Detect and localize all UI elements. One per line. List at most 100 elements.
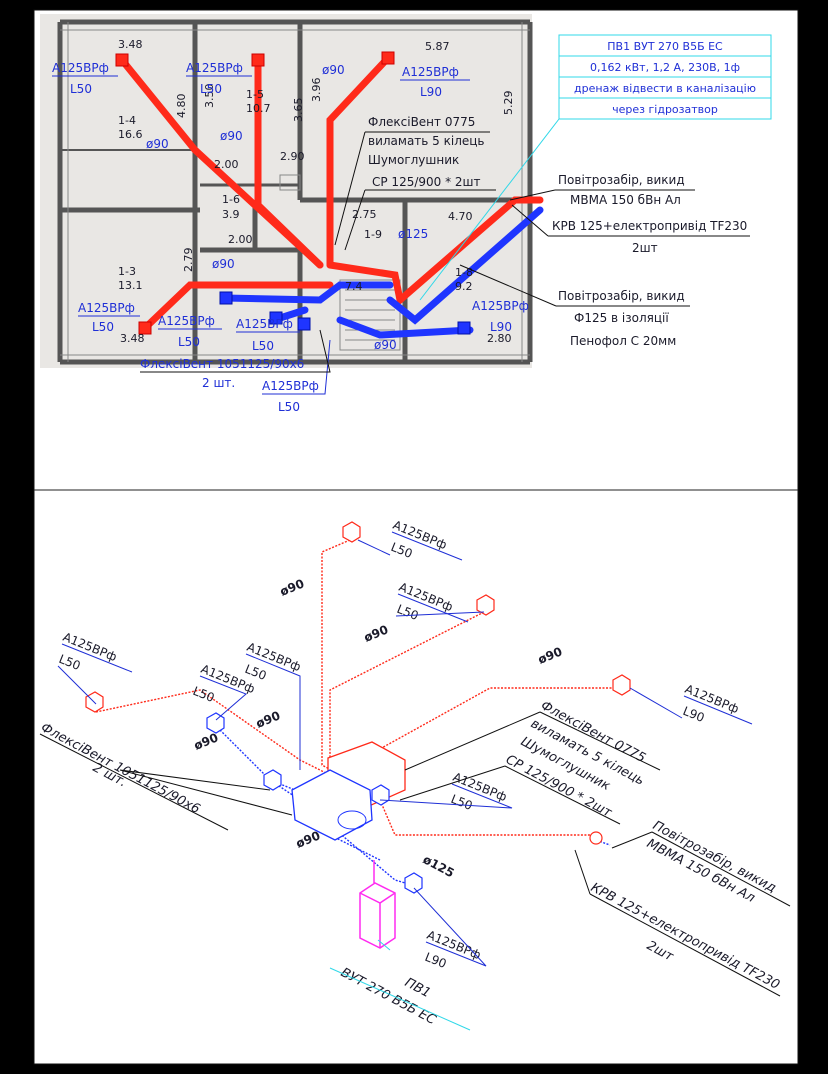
- svg-text:13.1: 13.1: [118, 279, 143, 292]
- svg-text:КРВ 125+електропривід TF230: КРВ 125+електропривід TF230: [552, 219, 747, 233]
- iso-note-leaders: [39, 711, 791, 1031]
- plan-extract-valves: [219, 291, 471, 335]
- svg-text:L50: L50: [178, 335, 200, 349]
- valve-icon: [138, 321, 152, 335]
- svg-text:А125ВРф: А125ВРф: [236, 317, 293, 331]
- plan-hatch: [60, 22, 530, 362]
- svg-text:1-8: 1-8: [455, 266, 473, 279]
- valve-icon: [381, 51, 395, 65]
- floor-plan: 3.48 5.87 1-4 16.6 4.80 3.50 1-5 10.7 3.…: [40, 14, 772, 414]
- valve-icon: [612, 674, 631, 696]
- valve-icon: [404, 872, 423, 894]
- svg-text:0,162 кВт, 1,2 А, 230В, 1ф: 0,162 кВт, 1,2 А, 230В, 1ф: [590, 61, 740, 74]
- svg-text:1-9: 1-9: [364, 228, 382, 241]
- valve-icon: [342, 521, 361, 543]
- svg-text:1-5: 1-5: [246, 88, 264, 101]
- svg-text:1-4: 1-4: [118, 114, 136, 127]
- valve-icon: [251, 53, 265, 67]
- svg-text:Ф125 в ізоляції: Ф125 в ізоляції: [574, 311, 669, 325]
- svg-text:3.9: 3.9: [222, 208, 240, 221]
- svg-text:4.70: 4.70: [448, 210, 473, 223]
- svg-text:ø90: ø90: [220, 129, 243, 143]
- valve-icon: [219, 291, 233, 305]
- svg-text:А125ВРф: А125ВРф: [158, 314, 215, 328]
- svg-text:2.90: 2.90: [280, 150, 305, 163]
- valve-icon: [115, 53, 129, 67]
- svg-text:А125ВРф: А125ВРф: [262, 379, 319, 393]
- svg-text:5.87: 5.87: [425, 40, 450, 53]
- svg-text:2.80: 2.80: [487, 332, 512, 345]
- svg-text:16.6: 16.6: [118, 128, 143, 141]
- svg-text:ПВ1 ВУТ 270 В5Б ЕС: ПВ1 ВУТ 270 В5Б ЕС: [607, 40, 723, 53]
- svg-text:3.96: 3.96: [310, 78, 323, 103]
- svg-text:ø90: ø90: [322, 63, 345, 77]
- svg-text:L90: L90: [490, 320, 512, 334]
- svg-text:А125ВРф: А125ВРф: [186, 61, 243, 75]
- valve-icon: [206, 712, 225, 734]
- svg-text:1-6: 1-6: [222, 193, 240, 206]
- svg-text:5.29: 5.29: [502, 91, 515, 116]
- svg-text:4.80: 4.80: [175, 94, 188, 119]
- svg-text:А125ВРф: А125ВРф: [78, 301, 135, 315]
- svg-text:Повітрозабір, викид: Повітрозабір, викид: [558, 289, 685, 303]
- plan-note-leaders: [140, 131, 750, 373]
- svg-text:ø90: ø90: [212, 257, 235, 271]
- svg-text:L50: L50: [278, 400, 300, 414]
- valve-icon: [263, 769, 282, 791]
- svg-text:А125ВРф: А125ВРф: [472, 299, 529, 313]
- valve-icon: [297, 317, 311, 331]
- svg-text:МВМА 150 бВн Ал: МВМА 150 бВн Ал: [570, 193, 681, 207]
- svg-text:L50: L50: [70, 82, 92, 96]
- iso-extract-valves: [206, 712, 423, 894]
- iso-callout-leaders: [57, 531, 753, 967]
- plan-callout-leaders: [52, 75, 470, 395]
- svg-text:СР 125/900 * 2шт: СР 125/900 * 2шт: [372, 175, 481, 189]
- svg-text:3.65: 3.65: [292, 98, 305, 123]
- svg-text:L50: L50: [92, 320, 114, 334]
- unit-spec-box: ПВ1 ВУТ 270 В5Б ЕС 0,162 кВт, 1,2 А, 230…: [419, 34, 772, 301]
- valve-icon: [476, 594, 495, 616]
- svg-text:ФлексіВент 0775: ФлексіВент 0775: [368, 115, 475, 129]
- valve-icon: [589, 831, 603, 845]
- svg-text:ø125: ø125: [398, 227, 428, 241]
- svg-text:3.50: 3.50: [203, 84, 216, 109]
- svg-text:2 шт.: 2 шт.: [202, 376, 235, 390]
- plan-supply-ducts: [118, 54, 544, 332]
- svg-text:ø90: ø90: [146, 137, 169, 151]
- svg-text:А125ВРф: А125ВРф: [52, 61, 109, 75]
- svg-text:7.4: 7.4: [345, 280, 363, 293]
- svg-text:ø90: ø90: [374, 338, 397, 352]
- svg-text:ФлексіВент 1051125/90х6: ФлексіВент 1051125/90х6: [140, 357, 304, 371]
- svg-text:3.48: 3.48: [120, 332, 145, 345]
- plan-walls: [57, 19, 533, 365]
- svg-text:9.2: 9.2: [455, 280, 473, 293]
- svg-text:Пенофол С 20мм: Пенофол С 20мм: [570, 334, 676, 348]
- svg-text:дренаж відвести в каналізацію: дренаж відвести в каналізацію: [574, 82, 756, 95]
- plan-notes: ФлексіВент 0775 виламать 5 кілець Шумогл…: [368, 115, 747, 348]
- svg-text:Повітрозабір, викид: Повітрозабір, викид: [558, 173, 685, 187]
- svg-text:10.7: 10.7: [246, 102, 271, 115]
- svg-text:3.48: 3.48: [118, 38, 143, 51]
- iso-unit-box: [359, 860, 396, 949]
- svg-text:2.00: 2.00: [214, 158, 239, 171]
- svg-text:L90: L90: [420, 85, 442, 99]
- valve-icon: [371, 784, 390, 806]
- svg-text:2шт: 2шт: [632, 241, 658, 255]
- plan-valve-callouts: А125ВРф L50 А125ВРф L50 А125ВРф L90 А125…: [52, 61, 529, 414]
- svg-text:1-3: 1-3: [118, 265, 136, 278]
- plan-valves: [115, 51, 395, 335]
- valve-icon: [269, 311, 283, 325]
- svg-text:2.79: 2.79: [182, 248, 195, 273]
- plan-paper: [40, 14, 532, 368]
- svg-text:через гідрозатвор: через гідрозатвор: [612, 103, 718, 116]
- plan-extract-ducts: [221, 206, 544, 339]
- valve-icon: [457, 321, 471, 335]
- plan-dimension-labels: 3.48 5.87 1-4 16.6 4.80 3.50 1-5 10.7 3.…: [118, 38, 515, 345]
- svg-text:А125ВРф: А125ВРф: [402, 65, 459, 79]
- svg-text:Шумоглушник: Шумоглушник: [368, 153, 459, 167]
- svg-text:L50: L50: [200, 82, 222, 96]
- svg-text:виламать 5 кілець: виламать 5 кілець: [368, 134, 485, 148]
- plan-flexivent-note: ФлексіВент 1051125/90х6 2 шт.: [140, 357, 304, 390]
- svg-text:2.00: 2.00: [228, 233, 253, 246]
